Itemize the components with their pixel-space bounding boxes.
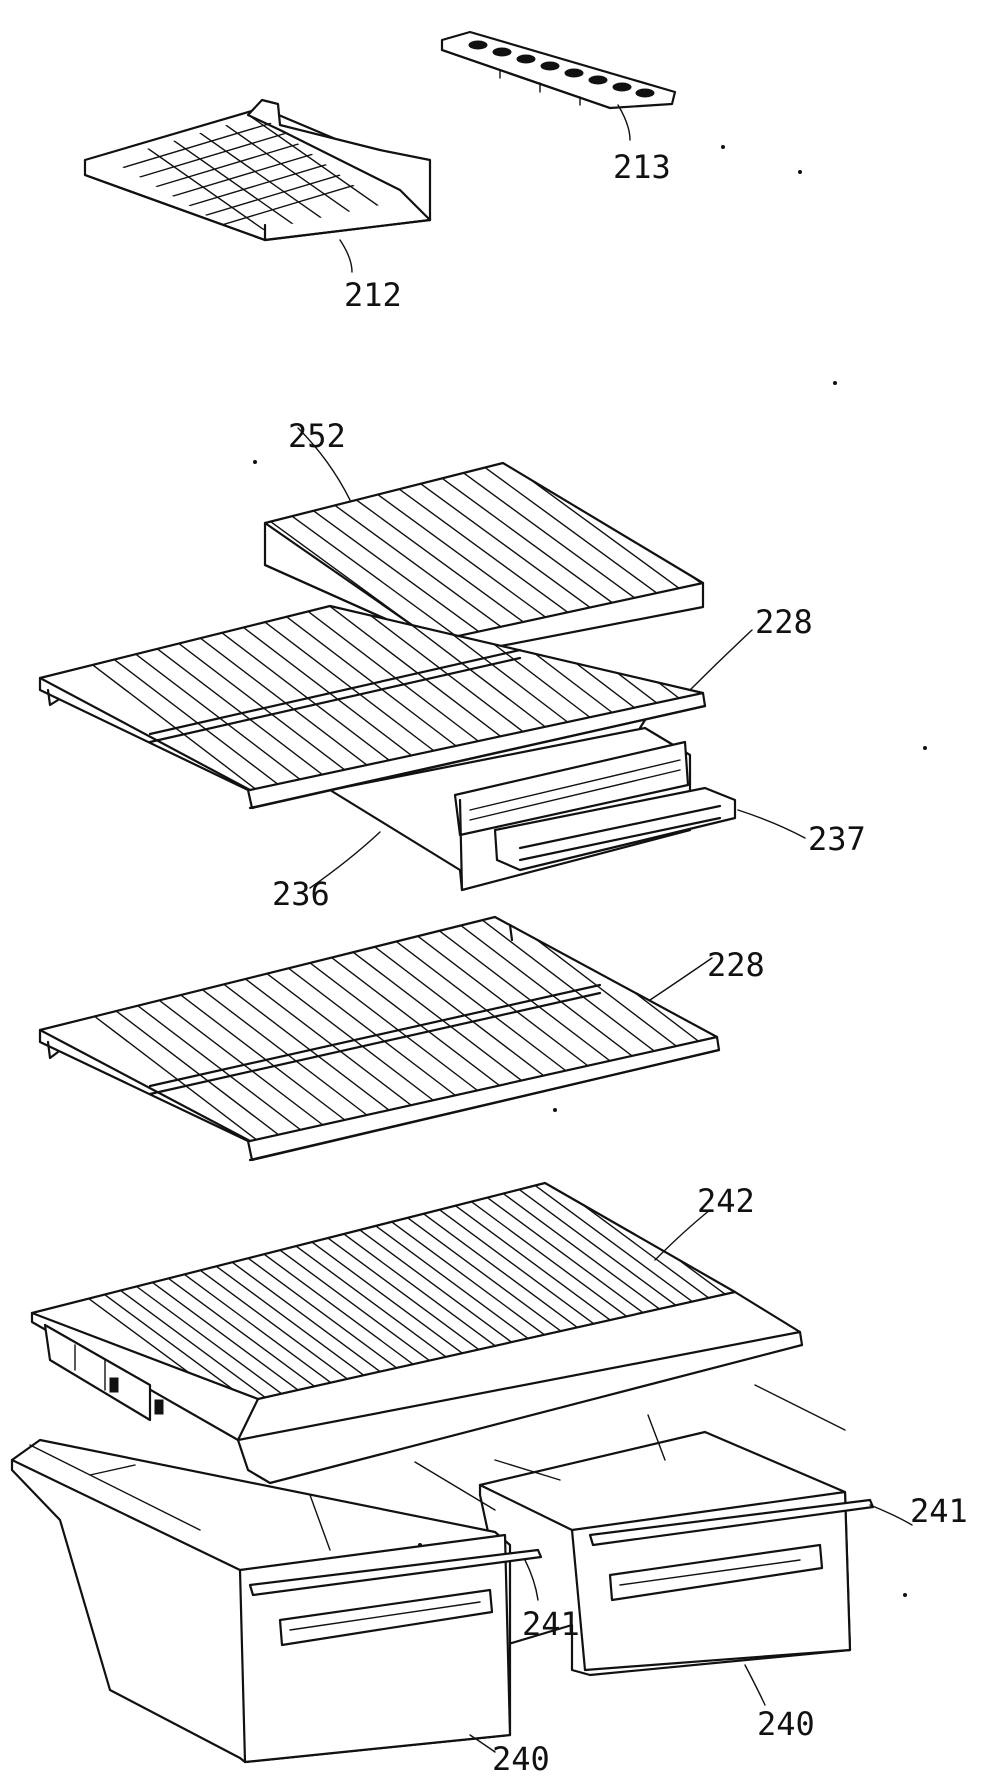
leader-241a bbox=[524, 1559, 539, 1601]
label-241b: 241 bbox=[910, 1492, 968, 1530]
label-212: 212 bbox=[344, 276, 402, 314]
leader-240a bbox=[469, 1734, 496, 1753]
part-241-right-handle bbox=[588, 1498, 875, 1547]
part-252-shelf bbox=[263, 461, 705, 652]
part-228-lower-wire-shelf bbox=[38, 915, 721, 1162]
leader-240b bbox=[744, 1664, 766, 1706]
label-240a: 240 bbox=[492, 1740, 550, 1777]
part-241-left-handle bbox=[248, 1548, 543, 1597]
label-241a: 241 bbox=[522, 1605, 580, 1643]
leader-236 bbox=[309, 831, 381, 889]
label-252: 252 bbox=[288, 417, 346, 455]
part-213-ice-tray bbox=[440, 30, 677, 110]
leader-241b bbox=[869, 1504, 913, 1526]
leader-213 bbox=[617, 104, 631, 141]
part-237-drawer-cover bbox=[493, 786, 737, 872]
leader-242 bbox=[654, 1209, 711, 1261]
leader-212 bbox=[339, 239, 353, 273]
label-242: 242 bbox=[697, 1182, 755, 1220]
scan-specks bbox=[253, 145, 927, 1597]
label-213: 213 bbox=[613, 148, 671, 186]
label-236: 236 bbox=[272, 875, 330, 913]
label-228b: 228 bbox=[707, 946, 765, 984]
label-240b: 240 bbox=[757, 1705, 815, 1743]
part-212-tray bbox=[83, 98, 432, 242]
part-240-left-drawer bbox=[10, 1438, 512, 1764]
part-242-crisper-cover bbox=[30, 1181, 804, 1485]
label-228a: 228 bbox=[755, 603, 813, 641]
leader-237 bbox=[737, 809, 806, 839]
leader-228a bbox=[689, 629, 753, 691]
leader-252 bbox=[297, 427, 351, 501]
label-237: 237 bbox=[808, 820, 866, 858]
leader-228b bbox=[649, 957, 713, 1001]
